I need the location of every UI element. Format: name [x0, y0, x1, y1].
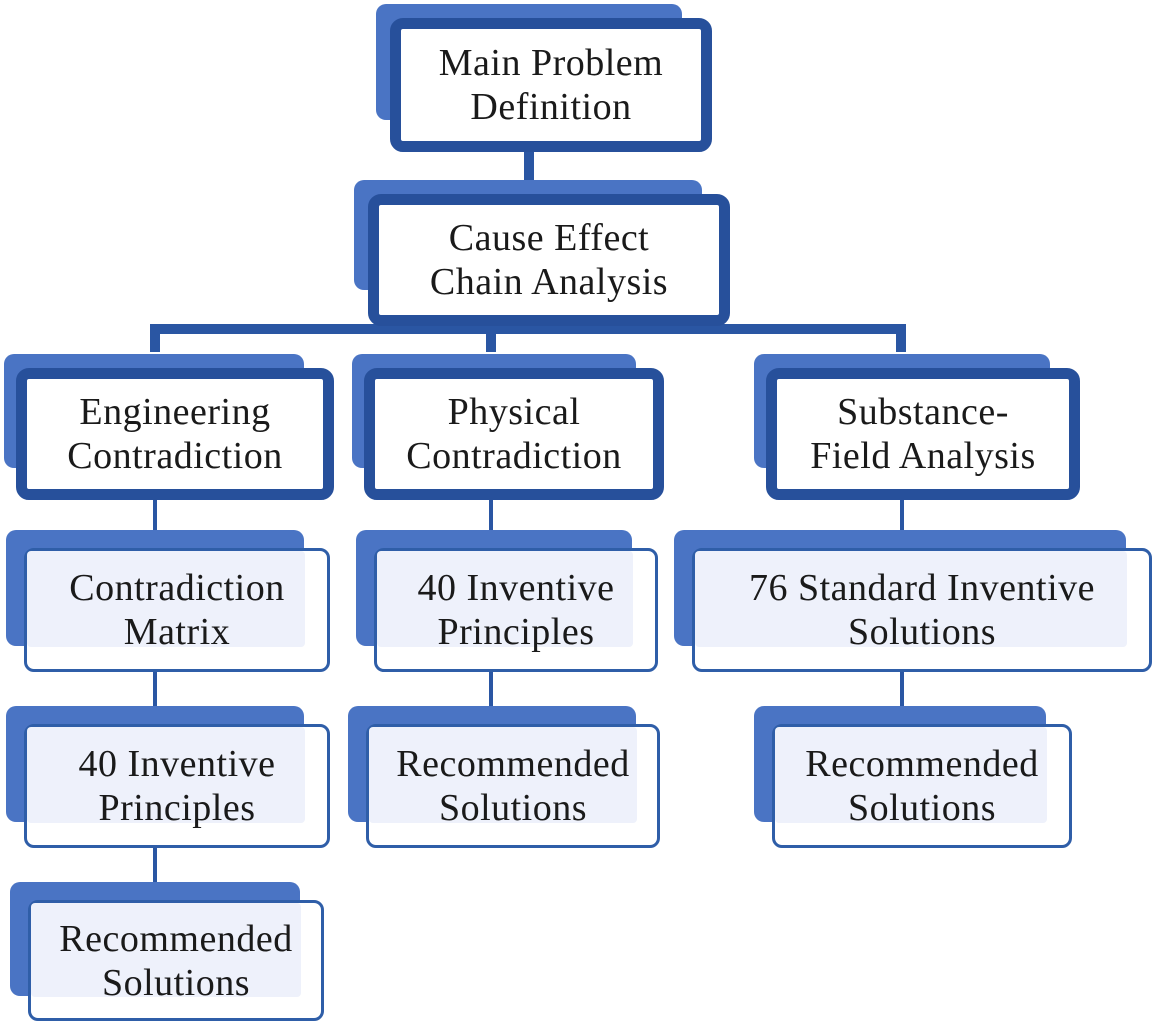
- node-label-recommended-mid: Recommended Solutions: [396, 743, 630, 829]
- connector-engineering-to-matrix: [153, 498, 157, 550]
- node-label-standard-solutions: 76 Standard Inventive Solutions: [748, 567, 1096, 653]
- node-box: Recommended Solutions: [772, 724, 1072, 848]
- node-box: 40 Inventive Principles: [24, 724, 330, 848]
- node-label-contradiction-matrix: Contradiction Matrix: [69, 567, 285, 653]
- connector-principles-to-recommended-left: [153, 844, 157, 900]
- connector-standard-to-recommended-right: [900, 668, 904, 726]
- node-recommended-solutions-mid: Recommended Solutions: [348, 706, 662, 848]
- node-box: Physical Contradiction: [364, 368, 664, 500]
- connector-main-to-cause: [524, 146, 534, 180]
- connector-principles-to-recommended-mid: [489, 668, 493, 726]
- node-label-substance-field: Substance- Field Analysis: [810, 391, 1036, 477]
- node-fill: [27, 727, 305, 823]
- node-box: Main Problem Definition: [390, 18, 712, 152]
- node-standard-inventive-solutions: 76 Standard Inventive Solutions: [674, 530, 1153, 672]
- node-fill: [695, 551, 1127, 647]
- node-box: Substance- Field Analysis: [766, 368, 1080, 500]
- connector-physical-to-principles: [489, 498, 493, 550]
- connector-branch-horizontal: [150, 324, 906, 334]
- node-label-recommended-left: Recommended Solutions: [59, 917, 293, 1004]
- node-inventive-principles-mid: 40 Inventive Principles: [356, 530, 658, 672]
- node-label-engineering: Engineering Contradiction: [67, 391, 283, 477]
- node-label-main-problem: Main Problem Definition: [438, 42, 664, 128]
- connector-branch-left-drop: [150, 324, 160, 352]
- node-main-problem: Main Problem Definition: [376, 4, 712, 152]
- node-contradiction-matrix: Contradiction Matrix: [6, 530, 330, 672]
- node-recommended-solutions-left: Recommended Solutions: [10, 882, 326, 1022]
- node-label-inventive-principles-mid: 40 Inventive Principles: [417, 567, 615, 653]
- node-box: 76 Standard Inventive Solutions: [692, 548, 1152, 672]
- connector-branch-right-drop: [896, 324, 906, 352]
- node-box: 40 Inventive Principles: [374, 548, 658, 672]
- node-engineering-contradiction: Engineering Contradiction: [4, 354, 334, 500]
- node-box: Recommended Solutions: [28, 900, 324, 1021]
- node-recommended-solutions-right: Recommended Solutions: [754, 706, 1072, 848]
- node-label-cause-effect: Cause Effect Chain Analysis: [429, 217, 669, 303]
- node-box: Recommended Solutions: [366, 724, 660, 848]
- node-fill: [31, 903, 301, 997]
- node-box: Cause Effect Chain Analysis: [368, 194, 730, 326]
- connector-branch-mid-drop: [486, 324, 496, 352]
- node-cause-effect: Cause Effect Chain Analysis: [354, 180, 730, 326]
- node-fill: [775, 727, 1047, 823]
- node-label-recommended-right: Recommended Solutions: [805, 743, 1039, 829]
- node-substance-field: Substance- Field Analysis: [754, 354, 1080, 500]
- node-fill: [369, 727, 637, 823]
- node-fill: [377, 551, 633, 647]
- node-inventive-principles-left: 40 Inventive Principles: [6, 706, 330, 848]
- connector-matrix-to-principles: [153, 668, 157, 726]
- node-label-physical: Physical Contradiction: [406, 391, 622, 477]
- node-box: Engineering Contradiction: [16, 368, 334, 500]
- node-label-inventive-principles-left: 40 Inventive Principles: [78, 743, 276, 829]
- node-box: Contradiction Matrix: [24, 548, 330, 672]
- node-physical-contradiction: Physical Contradiction: [352, 354, 664, 500]
- node-fill: [27, 551, 305, 647]
- connector-substance-to-standard: [900, 498, 904, 550]
